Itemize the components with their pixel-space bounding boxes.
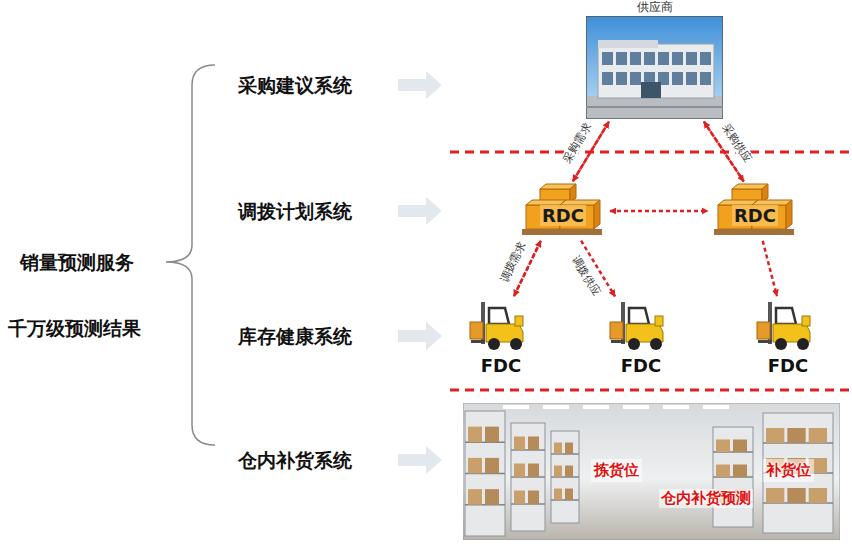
system-label: 采购建议系统 [238, 73, 352, 97]
service-label: 销量预测服务 [20, 250, 134, 274]
forklift-icon [756, 298, 820, 352]
block-arrow [398, 322, 442, 350]
edge-label: 采购供应 [718, 119, 755, 166]
tag-node: 拣货位 [591, 459, 642, 482]
fdc-text: FDC [621, 354, 661, 378]
tag-text: 拣货位 [594, 461, 639, 480]
brace [166, 65, 215, 445]
tier-divider [450, 151, 850, 154]
supplier-photo [586, 16, 723, 119]
supplier-text: 供应商 [637, 0, 673, 15]
tag-text: 补货位 [766, 461, 811, 480]
grey-arrows [398, 71, 442, 474]
edge-label: 调拨需求 [497, 237, 530, 286]
fdc-node: FDC [603, 298, 679, 380]
system-label: 调拨计划系统 [238, 199, 352, 223]
system-label: 库存健康系统 [238, 324, 352, 348]
supplier-node: 供应商 [582, 0, 727, 120]
block-arrow [398, 197, 442, 225]
service-label: 千万级预测结果 [8, 316, 141, 340]
tier-divider [450, 389, 850, 392]
warehouse-text: 仓内补货预测 [659, 489, 753, 508]
warehouse-node: 拣货位 补货位仓内补货预测 [463, 403, 840, 540]
forklift-icon [609, 298, 673, 352]
system-label: 仓内补货系统 [238, 448, 352, 472]
dashed-arrow [763, 241, 777, 296]
fdc-text: FDC [768, 354, 808, 378]
dashed-arrow [610, 210, 708, 213]
rdc-node: RDC [518, 183, 608, 239]
rdc-text: RDC [732, 205, 778, 226]
fdc-node: FDC [463, 298, 539, 380]
block-arrow [398, 446, 442, 474]
fdc-node: FDC [750, 298, 826, 380]
rdc-node: RDC [710, 183, 800, 239]
forklift-icon [469, 298, 533, 352]
edge-label: 调拨供应 [568, 252, 604, 300]
edge-label: 采购需求 [559, 119, 595, 167]
rdc-text: RDC [540, 205, 586, 226]
fdc-text: FDC [481, 354, 521, 378]
tag-node: 补货位 [763, 459, 814, 482]
block-arrow [398, 71, 442, 99]
